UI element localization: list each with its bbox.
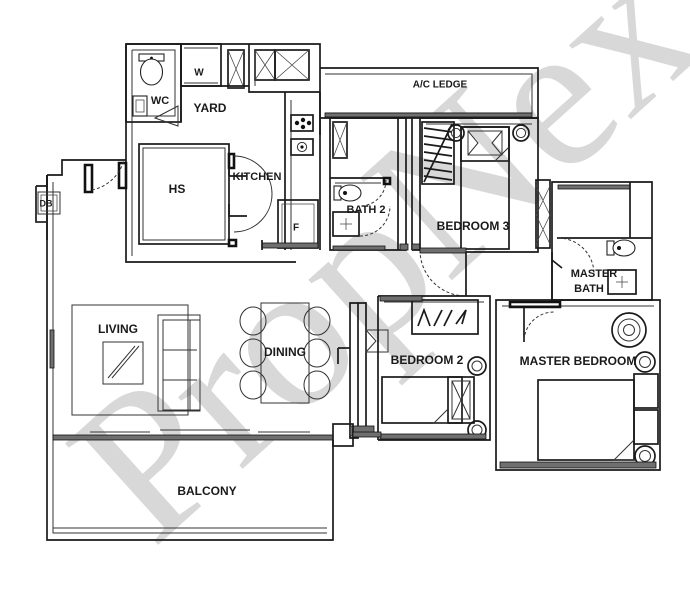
bed3-lamp-left-icon [447,124,465,142]
master-bedroom-window [499,461,657,469]
mbed-bed-icon [537,373,659,461]
balcony-sliding-door [52,434,334,441]
label-yard: YARD [194,101,227,115]
mbed-rug-icon [611,312,647,348]
label-master-bath-2: BATH [574,283,604,295]
label-master-bedroom: MASTER BEDROOM [520,354,637,368]
bed2-lamp-top-icon [467,356,487,376]
wc-door [153,105,179,127]
db-box [37,191,61,215]
hs-room [138,143,230,245]
zone-bedroom2 [377,295,491,441]
label-db: DB [40,198,53,208]
entry-door-swing [91,159,125,191]
masterbath-door-swing [557,237,595,275]
washer-bay [180,43,222,87]
zone-master-bedroom [495,299,661,471]
living-coffee-table-icon [102,341,144,385]
mbath-toilet-icon [606,239,636,257]
zone-dining [239,302,331,404]
label-kitchen: KITCHEN [233,171,282,183]
partition-door-icon [365,329,389,353]
kitchen-door-swing [233,155,273,233]
label-household-shelter: HS [169,182,186,196]
dining-chairs-icon [239,306,331,400]
mbed-lamp-top-icon [634,351,656,373]
label-living: LIVING [98,322,138,336]
room-labels: WC W YARD HS KITCHEN F DB A/C LEDGE BATH… [40,68,637,499]
label-ac-ledge: A/C LEDGE [413,80,468,91]
zone-bath2 [329,117,399,251]
living-sofa-icon [157,314,201,412]
entry-door [83,159,128,194]
zone-balcony [52,423,382,529]
label-washer: W [194,68,204,79]
living-area-outline [71,304,189,416]
wc-toilet-icon [138,53,165,86]
label-balcony: BALCONY [177,484,236,498]
bed3-lamp-right-icon [512,124,530,142]
bed3-bed-icon [460,126,510,250]
bath2-basin-icon [332,211,360,237]
label-bedroom-3: BEDROOM 3 [437,219,510,233]
mbath-basin-icon [607,269,637,295]
label-fridge: F [293,223,299,234]
bed3-window-icon [535,179,551,249]
kitchen-sink-icon [290,138,314,156]
outer-walls [35,159,334,541]
label-bath-2: BATH 2 [347,204,386,216]
label-bedroom-2: BEDROOM 2 [391,353,464,367]
dining-table-icon [260,302,310,404]
bed2-wardrobe-icon [411,299,479,335]
bath2-toilet-icon [333,184,362,202]
label-wc: WC [151,95,169,107]
label-master-bath-1: MASTER [571,268,618,280]
yard-window-2-icon [254,49,310,81]
kitchen-hob-icon [290,114,314,132]
zone-living [49,304,201,416]
label-dining: DINING [264,345,306,359]
bath2-window-icon [332,121,348,159]
household-shelter [138,143,230,245]
living-window [49,329,55,369]
yard-window-icon [227,49,245,89]
wc-basin-icon [132,95,148,117]
bed2-bed-icon [381,376,475,424]
bedroom2-window [379,433,487,440]
